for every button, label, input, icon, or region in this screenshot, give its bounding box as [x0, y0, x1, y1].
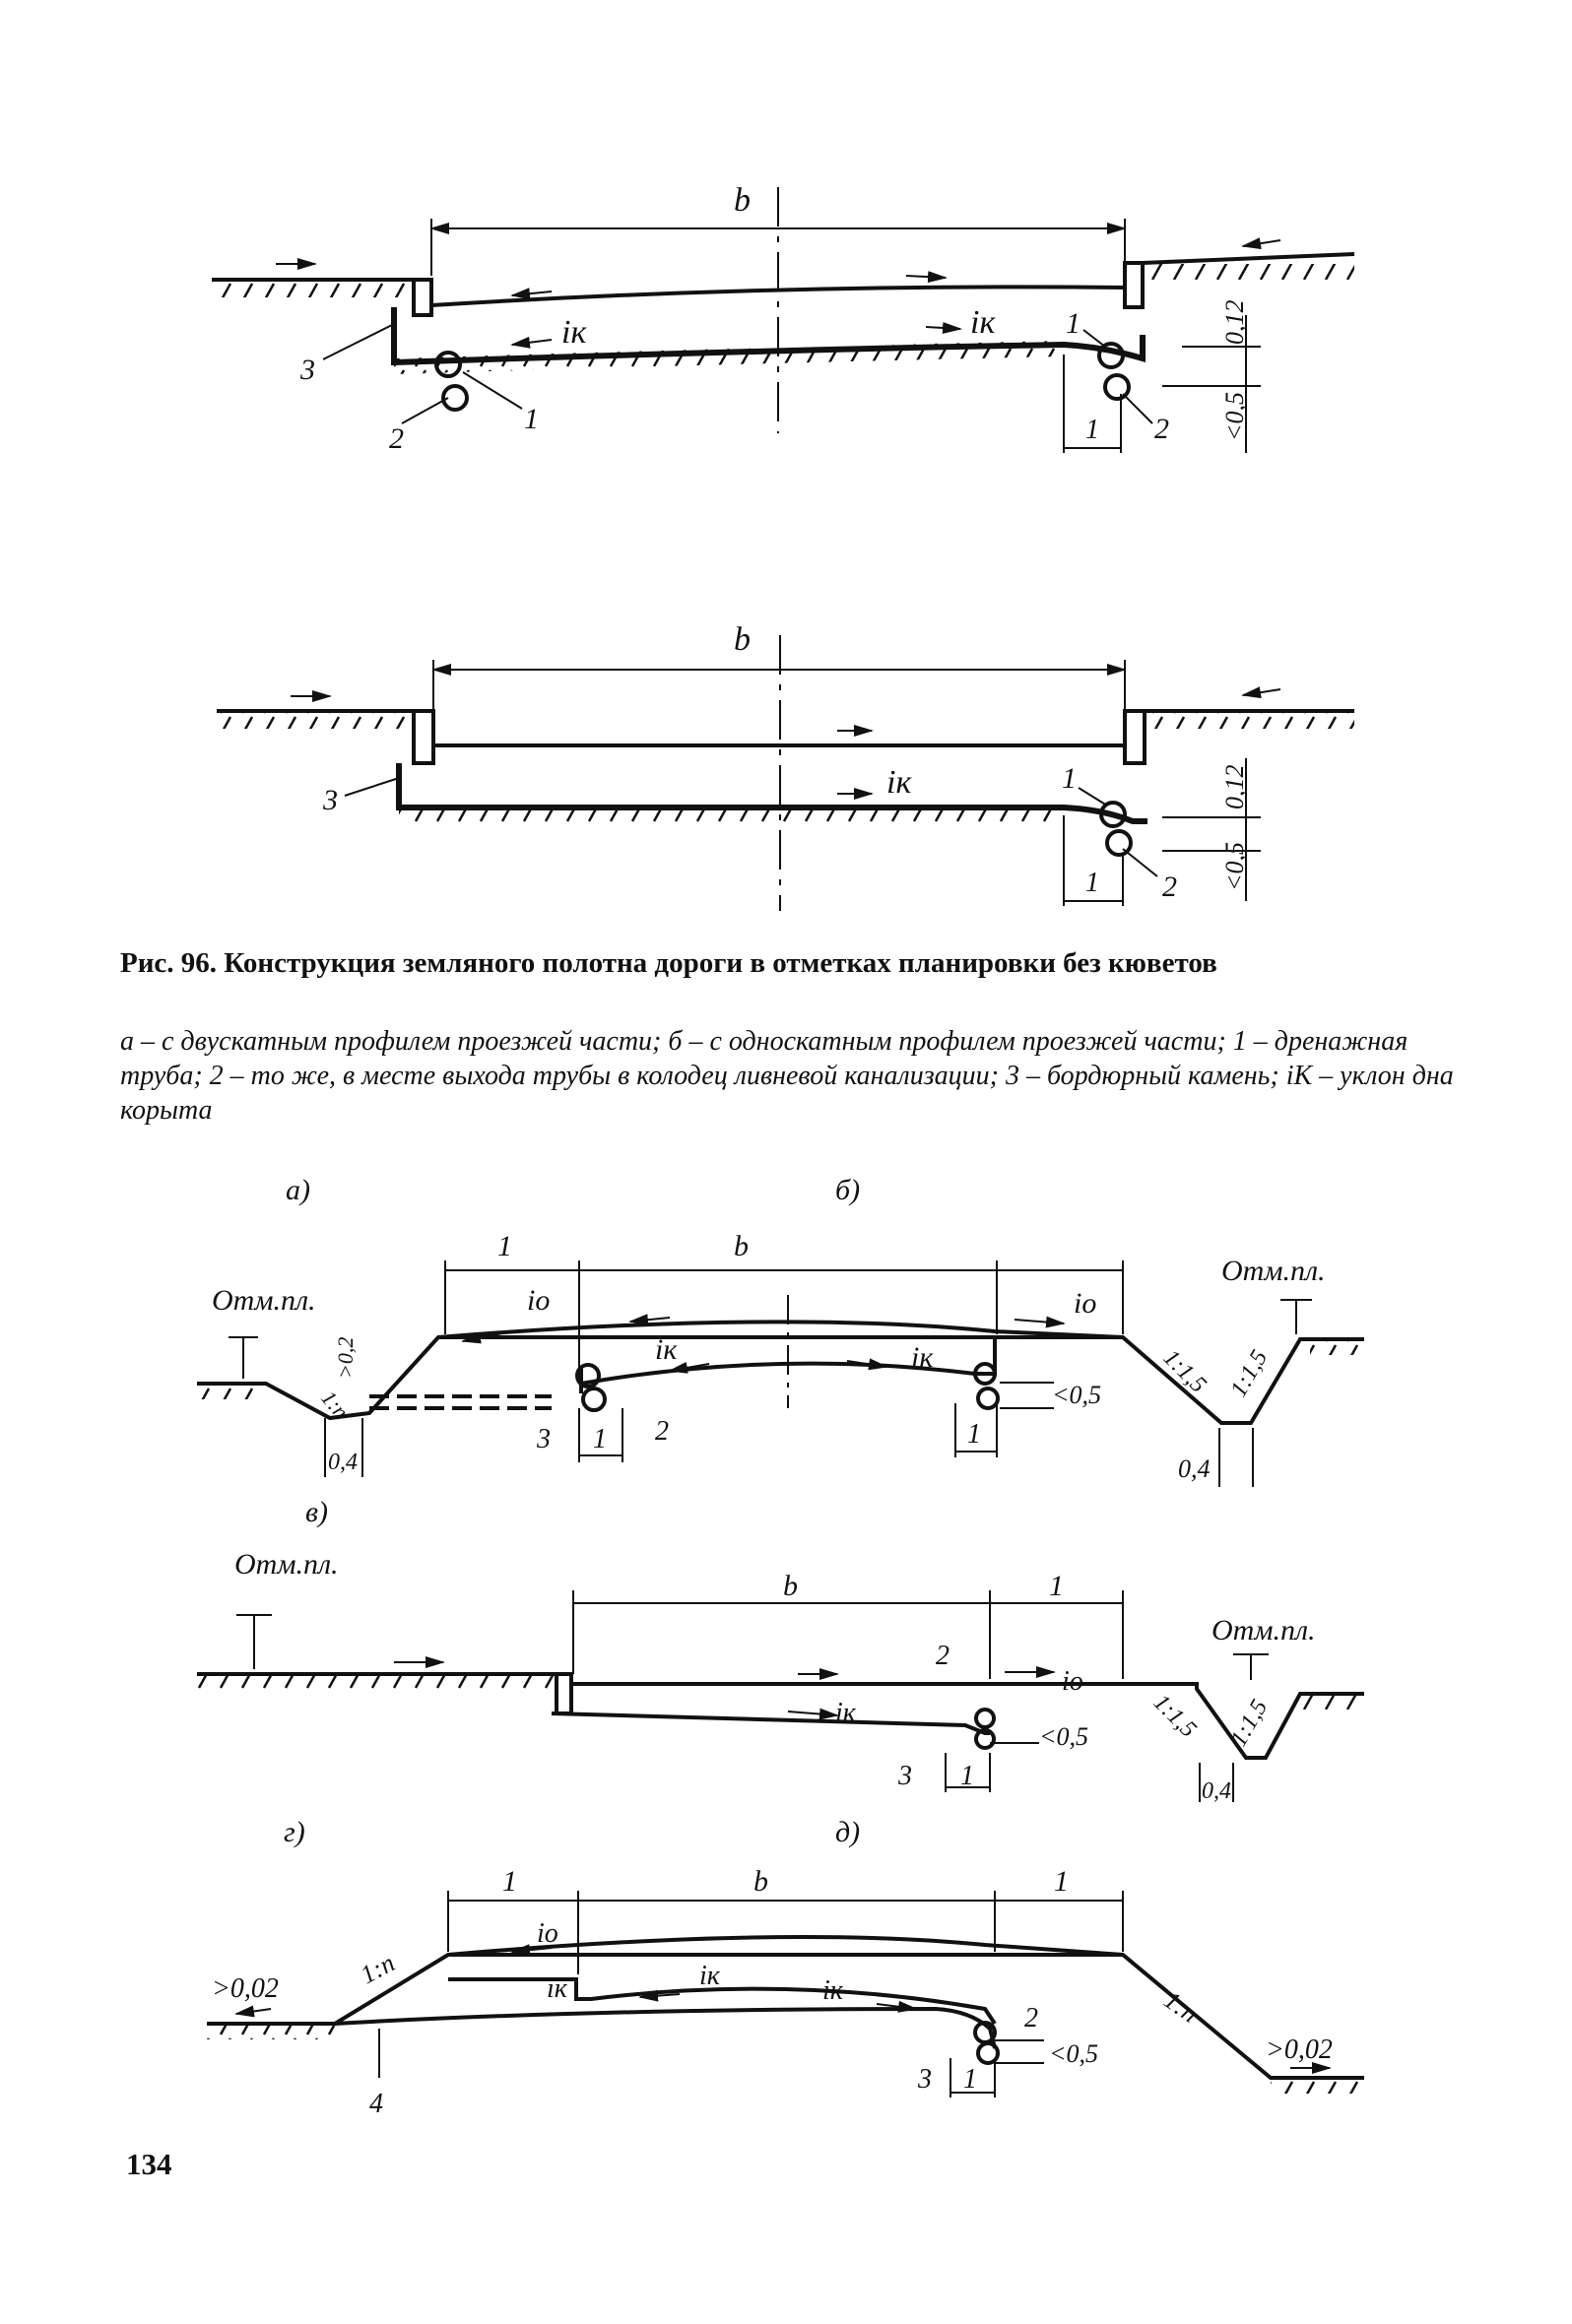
- dim-1-top: 1: [1049, 1570, 1064, 1602]
- panel-v-labels: в) Отм.пл. Отм.пл. b 1 2 iк iо <0,5 3 1 …: [234, 1496, 1316, 1804]
- dim-05: <0,5: [1052, 1381, 1101, 1409]
- slope-ik-left: iк: [655, 1333, 678, 1366]
- mark-label-left: Отм.пл.: [212, 1284, 316, 1317]
- dim-1-left: 1: [502, 1865, 517, 1898]
- mark-label-right: Отм.пл.: [1221, 1255, 1326, 1287]
- dim-05: <0,5: [1220, 842, 1249, 891]
- dim-012: 0,12: [1220, 765, 1249, 810]
- dim-1-top: 1: [497, 1230, 512, 1262]
- mark-label-right: Отм.пл.: [1212, 1614, 1316, 1646]
- callout-1-right: 1: [1066, 307, 1081, 340]
- panel-letter-b: б): [835, 1174, 860, 1206]
- dim-04-left: 0,4: [328, 1450, 358, 1475]
- dim-1-small: 1: [593, 1424, 607, 1454]
- panel-letter-d: д): [835, 1816, 860, 1848]
- panel-g-d-labels: г) д) 1 b 1 iо >0,02 1:п iк iк iк 2 <0,5…: [212, 1816, 1333, 2119]
- panel-a-b: [197, 1260, 1364, 1487]
- dim-1: 1: [1085, 415, 1099, 445]
- slope-ik: iк: [835, 1698, 857, 1728]
- callout-3: 3: [897, 1761, 912, 1791]
- slope-io-left: iо: [527, 1284, 550, 1317]
- slope-ik-right: iк: [911, 1341, 934, 1374]
- slope-ik-3: iк: [822, 1975, 844, 2006]
- slope-io-right: iо: [1074, 1287, 1096, 1320]
- figure-96-caption-title: Рис. 96. Конструкция земляного полотна д…: [120, 947, 1217, 979]
- slope-io: iо: [537, 1918, 558, 1949]
- slope-label-right: iк: [970, 304, 996, 341]
- panel-a-b-labels: а) б) Отм.пл. Отм.пл. 1 b iо iо iк iк 1:…: [212, 1174, 1326, 1483]
- diagram-a-labels: b iк iк 3 2 1 1 2 0,12 <0,5 1: [299, 182, 1249, 455]
- dim-1: 1: [1085, 868, 1099, 898]
- dim-012: 0,12: [1220, 300, 1249, 346]
- diagram-b-labels: b iк 3 1 2 0,12 <0,5 1: [322, 621, 1249, 903]
- slope-label-left: iк: [561, 314, 587, 351]
- dim-05: <0,5: [1220, 392, 1249, 441]
- dim-1-right: 1: [967, 1419, 981, 1450]
- width-b: b: [753, 1865, 768, 1898]
- dim-05: <0,5: [1049, 2039, 1098, 2068]
- slope-115-b: 1:1,5: [1226, 1696, 1274, 1751]
- width-label: b: [734, 621, 751, 658]
- callout-2-left: 2: [389, 422, 404, 455]
- slope-ik-2: iк: [699, 1961, 721, 1991]
- dim-04-right: 0,4: [1178, 1454, 1211, 1483]
- callout-3: 3: [917, 2064, 932, 2095]
- slope-002-left: >0,02: [212, 1973, 279, 2004]
- width-b: b: [734, 1230, 749, 1262]
- callout-2: 2: [655, 1416, 669, 1447]
- callout-2: 2: [1024, 2003, 1038, 2034]
- dim-02: >0,2: [333, 1337, 358, 1379]
- callout-3: 3: [322, 784, 338, 816]
- figure-96-caption-body: а – с двускатным профилем проезжей части…: [120, 1026, 1454, 1126]
- dim-1-small: 1: [963, 2064, 977, 2095]
- diagram-a: [212, 187, 1355, 453]
- panel-letter-g: г): [284, 1816, 305, 1848]
- diagram-b: [217, 635, 1354, 911]
- slope-label: iк: [886, 764, 912, 801]
- mark-label-left: Отм.пл.: [234, 1548, 339, 1581]
- dim-05: <0,5: [1039, 1722, 1088, 1751]
- slope-ik-1: iк: [547, 1973, 568, 2004]
- slope-1n: 1:п: [316, 1386, 354, 1424]
- dim-04: 0,4: [1202, 1778, 1231, 1804]
- callout-3: 3: [299, 354, 315, 386]
- dim-1-right: 1: [1054, 1865, 1069, 1898]
- slope-115-b: 1:1,5: [1226, 1346, 1274, 1401]
- slope-002-right: >0,02: [1266, 2034, 1333, 2065]
- callout-2-right: 2: [1154, 413, 1169, 445]
- callout-2: 2: [936, 1641, 950, 1671]
- slope-115-a: 1:1,5: [1148, 1690, 1202, 1743]
- callout-1: 1: [1062, 762, 1077, 795]
- callout-3: 3: [536, 1424, 551, 1454]
- panel-letter-a: а): [286, 1174, 310, 1206]
- panel-letter-v: в): [305, 1496, 328, 1528]
- panel-g-d: [207, 1891, 1364, 2098]
- callout-1-left: 1: [524, 403, 539, 435]
- width-label: b: [734, 182, 751, 219]
- slope-io: iо: [1062, 1666, 1083, 1697]
- width-b: b: [783, 1570, 798, 1602]
- page-number: 134: [126, 2147, 172, 2181]
- callout-2: 2: [1162, 871, 1177, 903]
- callout-4: 4: [369, 2089, 383, 2119]
- dim-1-small: 1: [960, 1761, 974, 1791]
- panel-v: [197, 1590, 1364, 1802]
- slope-1n-left: 1:п: [356, 1948, 399, 1989]
